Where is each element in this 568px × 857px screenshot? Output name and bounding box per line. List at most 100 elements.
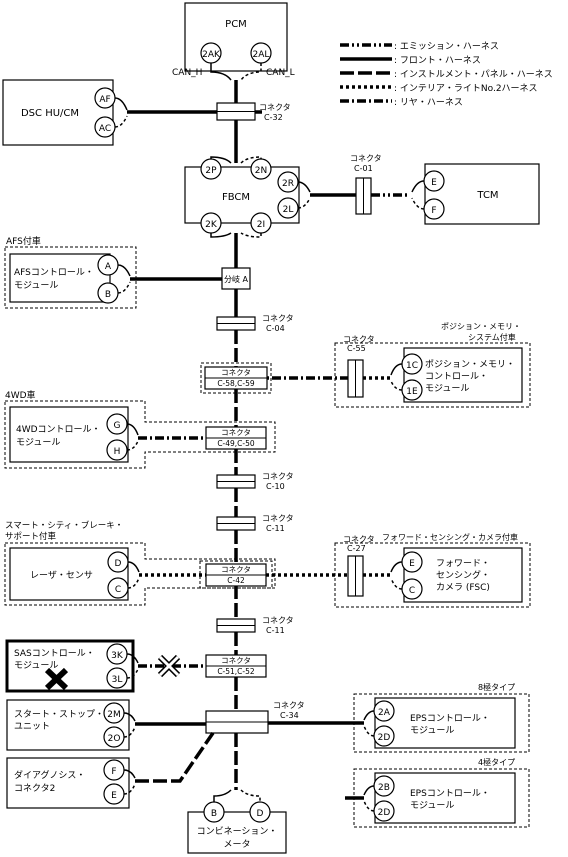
legend-emission-label: : エミッション・ハーネス [394, 41, 499, 52]
connector-c11-upper-title: コネクタ [262, 514, 294, 523]
sas-fault-cross-icon [44, 667, 69, 691]
afs-pin-a-label: A [105, 262, 112, 272]
tcm-module [424, 163, 540, 225]
start-stop-label-line2: ユニット [14, 722, 50, 732]
awd-label-line1: 4WDコントロール・ [16, 425, 101, 435]
sas-label-line1: SASコントロール・ [14, 649, 95, 659]
connector-c4950-title: コネクタ [221, 428, 251, 437]
connector-c55-title: コネクタ [343, 335, 375, 344]
tcm-pin-f [423, 198, 445, 220]
fbcm-pin-2k-label: 2K [205, 220, 218, 230]
afs-pin-b-label: B [105, 290, 111, 300]
eps8-label-line1: EPSコントロール・ [410, 714, 490, 724]
connector-c5859-group [200, 362, 272, 394]
diag-label-line2: コネクタ2 [14, 783, 55, 794]
laser-pin-c-label: C [115, 585, 121, 595]
fbcm-pin-2l-label: 2L [283, 205, 294, 215]
connector-c34-title: コネクタ [273, 701, 305, 710]
connector-c5152-title: コネクタ [221, 656, 251, 665]
dsc-pin-af-label: AF [99, 95, 110, 105]
connector-c11-upper-code: C-11 [266, 524, 285, 533]
afs-module [9, 253, 111, 303]
can-l-label: CAN_L [266, 68, 295, 78]
eps4-module [374, 772, 516, 824]
legend-interior-label: : インテリア・ライトNo.2ハーネス [394, 83, 538, 94]
connector-c32-code: C-32 [264, 113, 283, 122]
position-label-line2: コントロール・ [425, 372, 488, 382]
combination-meter-label-line2: メータ [223, 839, 250, 850]
dsc-module [2, 79, 114, 146]
position-group-box [334, 342, 531, 408]
connector-c42-code: C-42 [227, 576, 245, 585]
can-h-label: CAN_H [172, 68, 202, 78]
diag-pin-f-label: F [111, 767, 116, 777]
combination-meter-pin-b-label: B [211, 809, 217, 819]
awd-group-box [4, 400, 276, 469]
awd-group-label: 4WD車 [5, 389, 36, 401]
sas-pin-3l-label: 3L [112, 675, 123, 685]
diag-pin-e-label: E [111, 791, 117, 801]
fsc-label-line2: センシング・ [436, 569, 490, 581]
eps4-pin-2d-label: 2D [378, 808, 391, 818]
legend: : エミッション・ハーネス : フロント・ハーネス : インストルメント・パネル… [340, 41, 553, 108]
eps4-label-line2: モジュール [410, 801, 454, 811]
position-pin-1c-label: 1C [406, 361, 418, 371]
connector-c11-lower-code: C-11 [266, 626, 285, 635]
tcm-pin-e [423, 170, 445, 192]
fbcm-pin-2n-label: 2N [255, 166, 267, 176]
eps8-label-line2: モジュール [410, 726, 454, 736]
fsc-label-line1: フォワード・ [436, 559, 490, 569]
scbs-group-label-line1: スマート・シティ・ブレーキ・ [5, 520, 123, 531]
afs-label-line2: モジュール [14, 281, 58, 291]
connector-c34-code: C-34 [280, 711, 299, 720]
diag-label-line1: ダイアグノシス・ [14, 769, 85, 781]
start-stop-label-line1: スタート・ストップ・ [14, 709, 104, 720]
fbcm-pin-2n [250, 158, 272, 180]
afs-label-line1: AFSコントロール・ [14, 268, 94, 278]
awd-pin-g-label: G [114, 421, 121, 431]
tcm-label: TCM [476, 190, 498, 201]
fsc-group-label: フォワード・センシング・カメラ付車 [382, 532, 518, 542]
legend-instrument-label: : インストルメント・パネル・ハーネス [394, 69, 553, 80]
afs-group-label: AFS付車 [6, 235, 41, 247]
connector-c5152-code: C-51,C-52 [217, 667, 255, 676]
combination-meter-label-line1: コンビネーション・ [197, 826, 278, 837]
laser-pin-d-label: D [115, 559, 122, 569]
fsc-pin-c-label: C [409, 586, 415, 596]
connector-c11-lower-title: コネクタ [262, 616, 294, 625]
connector-c10-code: C-10 [266, 482, 285, 491]
eps4-label-line1: EPSコントロール・ [410, 789, 490, 799]
connector-c4950-code: C-49,C-50 [217, 439, 255, 448]
connector-c32-title: コネクタ [259, 103, 291, 112]
connector-c01-title: コネクタ [350, 154, 382, 163]
open-circuit-cross-icon [157, 654, 181, 678]
legend-front-label: : フロント・ハーネス [394, 55, 481, 66]
connector-c04-code: C-04 [266, 324, 285, 333]
fsc-module [403, 547, 523, 603]
legend-rear-label: : リヤ・ハーネス [394, 97, 463, 108]
pcm-label: PCM [225, 19, 247, 30]
position-label-line3: モジュール [425, 384, 469, 394]
position-pin-1e-label: 1E [406, 387, 418, 397]
connector-c01-code: C-01 [354, 164, 373, 173]
dsc-label: DSC HU/CM [21, 108, 79, 119]
combination-meter-pin-b [203, 801, 225, 823]
pcm-module [184, 2, 288, 72]
fbcm-label: FBCM [222, 192, 250, 203]
connector-c04-title: コネクタ [262, 314, 294, 323]
connector-c55-code: C-55 [347, 344, 366, 353]
connector-c10-title: コネクタ [262, 472, 294, 481]
position-label-line1: ポジション・メモリ・ [425, 359, 515, 370]
awd-pin-h-label: H [114, 447, 121, 457]
eps8-pin-2d-label: 2D [378, 733, 391, 743]
start-stop-pin-2o-label: 2O [108, 734, 121, 744]
eps8-group-label: 8極タイプ [478, 682, 515, 692]
scbs-group-label-line2: サポート付車 [5, 531, 57, 542]
awd-label-line2: モジュール [16, 438, 60, 448]
combination-meter-pin-d [249, 801, 271, 823]
start-stop-pin-2m-label: 2M [107, 710, 121, 720]
position-module [403, 347, 523, 403]
junction-a-label: 分岐 A [224, 274, 249, 284]
fbcm-pin-2p [200, 158, 222, 180]
